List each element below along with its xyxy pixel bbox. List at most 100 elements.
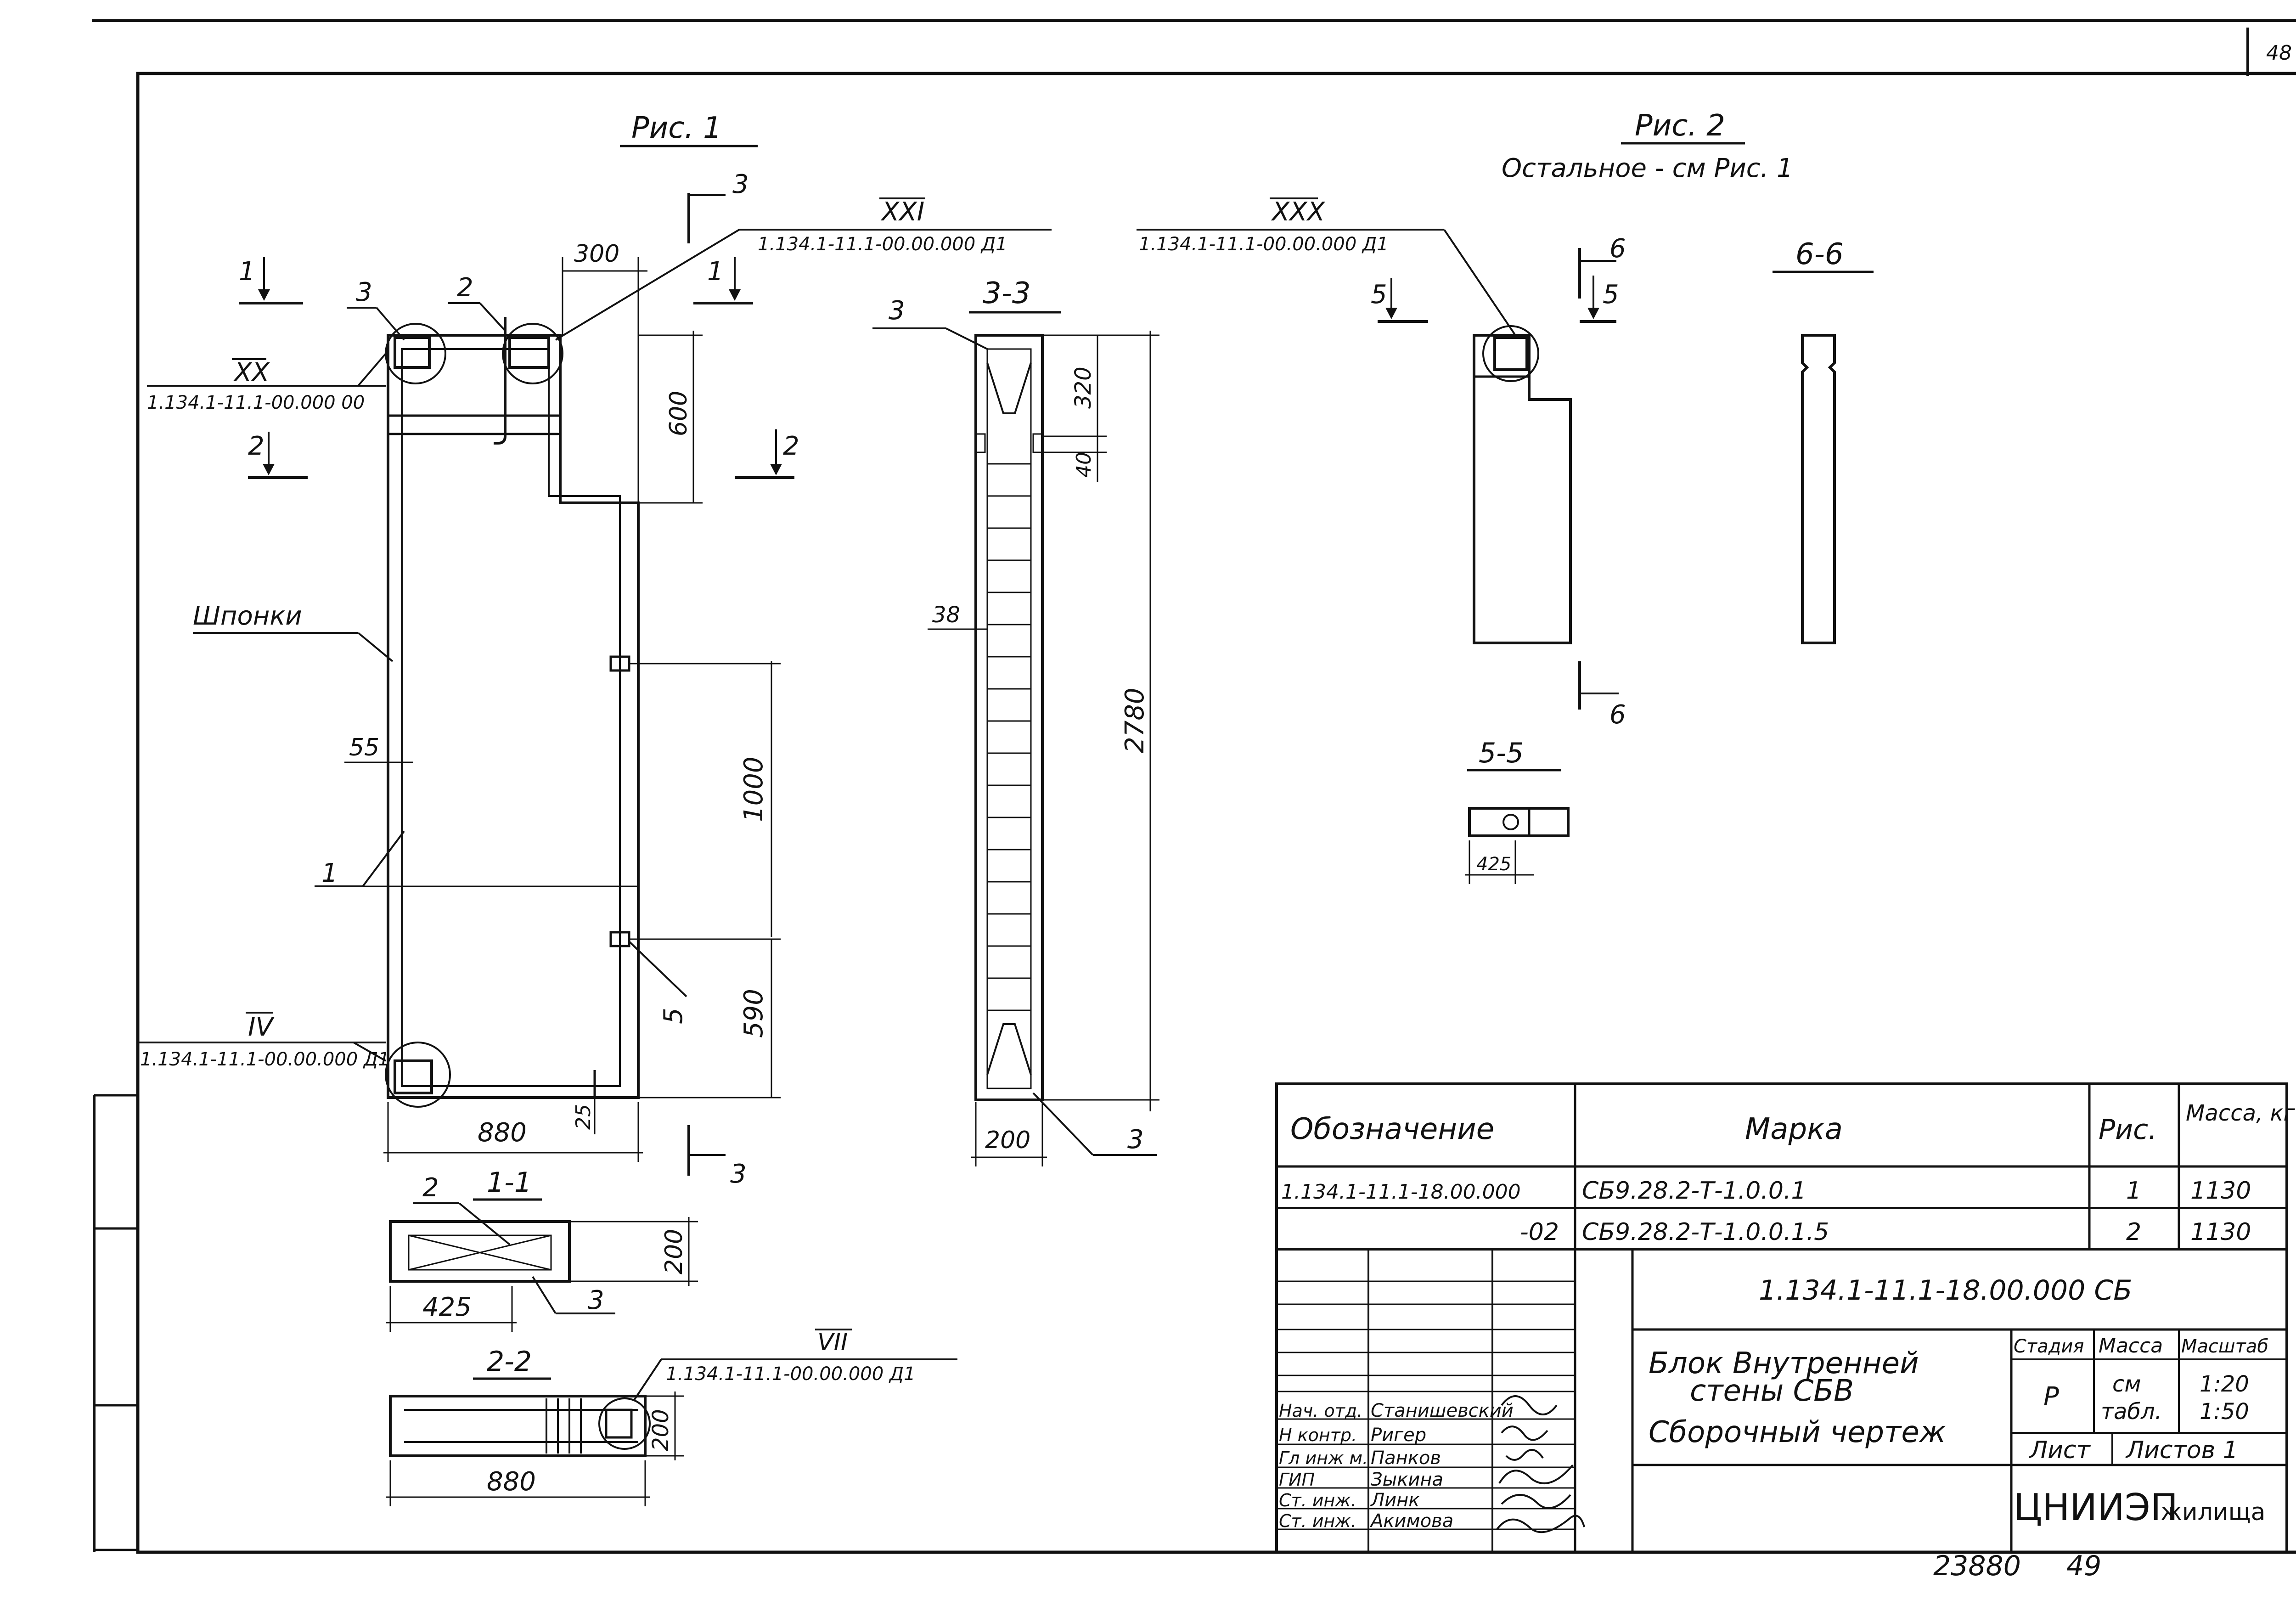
sec55-dim-425-text: 425 — [1476, 854, 1511, 875]
fig1-dim-590: 590 — [638, 939, 781, 1099]
title-block-scale-value-2: 1:50 — [2200, 1399, 2249, 1425]
sec33-dim-38: 38 — [928, 602, 987, 630]
fig1-xx-leader — [357, 353, 387, 387]
spec-table: Обозначение Марка Рис. Масса, кг 1.134.1… — [1275, 1082, 2296, 1251]
sec33-dim-40-text: 40 — [1072, 452, 1096, 478]
fig1-hook-rod — [494, 317, 506, 445]
sec66-outline — [1801, 334, 1836, 644]
sec33-dim-2780: 2780 — [1042, 331, 1159, 1111]
spec-row2-mass: 1130 — [2190, 1218, 2251, 1246]
sec11-dim-200-text: 200 — [660, 1229, 688, 1274]
fig1-pos-2-leader — [479, 302, 506, 332]
fig1-dim-25: 25 — [572, 1088, 596, 1134]
fig1-xxi-leader — [555, 229, 740, 341]
sec33-title: 3-3 — [983, 276, 1031, 310]
sec55-rebar-dot — [1503, 814, 1519, 830]
spec-row: 1.134.1-11.1-18.00.000 СБ9.28.2-Т-1.0.0.… — [1281, 1177, 2251, 1205]
sec22-outline — [389, 1395, 647, 1457]
role-label: Нач. отд. — [1279, 1401, 1362, 1421]
sec22-dim-880-text: 880 — [487, 1467, 536, 1497]
title-block-mass-value-1: см — [2112, 1371, 2141, 1397]
title-block-mass-value-2: табл. — [2101, 1399, 2162, 1425]
spec-row1-mass: 1130 — [2190, 1177, 2251, 1205]
sec22-group: 2-2 VII 1.134.1-11.1-00.00.000 Д1 200 88… — [386, 1329, 957, 1506]
spec-row1-fig: 1 — [2126, 1177, 2141, 1205]
fig1-pos-5-leader — [628, 941, 687, 997]
sec11-dim-425: 425 — [386, 1286, 517, 1332]
sec33-dim-40: 40 — [1042, 436, 1107, 482]
signature-marks — [1496, 1395, 1585, 1533]
sec33-pos3-top: 3 — [889, 296, 905, 326]
sec22-callout-circle-vii — [598, 1397, 651, 1450]
sec22-vii-mark: VII — [817, 1329, 848, 1356]
sec33-dim-38-text: 38 — [932, 602, 960, 628]
role-label: Гл инж м. — [1279, 1448, 1368, 1468]
sec33-top-groove-right — [1032, 433, 1043, 453]
fig1-cut-2-left: 2 — [248, 431, 308, 479]
spec-row2-designation: -02 — [1520, 1218, 1559, 1246]
fig1-dim-55-text: 55 — [349, 734, 379, 761]
fig2-callout-circle-xxx — [1482, 325, 1539, 382]
fig2-cut-5-left: 5 — [1371, 278, 1428, 323]
title-block-scale-value-1: 1:20 — [2200, 1371, 2249, 1397]
fig1-shponki-label: Шпонки — [193, 601, 302, 631]
fig2-group: Рис. 2 Остальное - см Рис. 1 XXX 1.134.1… — [1137, 109, 1793, 730]
sec33-top-taper — [986, 362, 1032, 414]
fig1-pos-3-leader — [376, 307, 405, 341]
sec33-dim-320-text: 320 — [1070, 366, 1096, 409]
fig1-cut-1-right-label: 1 — [707, 257, 724, 287]
title-block-title-2: стены СБВ — [1690, 1374, 1854, 1408]
sec11-pos2: 2 — [422, 1173, 439, 1203]
sec33-bottom-taper — [986, 1023, 1032, 1075]
fig1-cut-3-top-label: 3 — [732, 169, 749, 199]
role-name: Линк — [1370, 1490, 1419, 1511]
sec66-title: 6-6 — [1795, 237, 1844, 271]
role-name: Акимова — [1369, 1510, 1453, 1532]
fig1-cut-2-left-label: 2 — [248, 431, 264, 461]
sec55-outline — [1468, 807, 1570, 837]
fig1-dim-600: 600 — [638, 331, 703, 504]
sec33-pos3-bottom: 3 — [1127, 1125, 1144, 1155]
sec33-top-groove-left — [975, 433, 986, 453]
fig2-corner-lift — [1493, 336, 1528, 371]
sec11-title: 1-1 — [487, 1166, 532, 1199]
drawing-frame — [136, 72, 2296, 1554]
spec-row2-mark: СБ9.28.2-Т-1.0.0.1.5 — [1582, 1218, 1829, 1246]
role-name: Панков — [1371, 1448, 1441, 1469]
title-block-role-row: ГИП Зыкина — [1279, 1469, 1443, 1490]
sec22-vii-ref: 1.134.1-11.1-00.00.000 Д1 — [666, 1363, 916, 1385]
fig1-cut-1-right: 1 — [693, 257, 753, 304]
sec22-lift-detail — [605, 1408, 633, 1439]
fig2-cut-6-top: 6 — [1578, 234, 1626, 299]
sec33-outline — [974, 334, 1044, 1101]
footer-page: 49 — [2066, 1550, 2101, 1582]
sec33-pos3-bottom-leader — [1032, 1092, 1094, 1156]
spec-row1-designation: 1.134.1-11.1-18.00.000 — [1281, 1180, 1521, 1204]
sec33-stirrups — [987, 463, 1031, 1011]
sec11-group: 1-1 2 3 200 425 — [386, 1166, 698, 1332]
fig1-panel-inner — [401, 348, 621, 1087]
fig1-pos-5: 5 — [658, 1008, 688, 1024]
sec33-pos3-top-leader — [945, 327, 988, 350]
sec55-group: 5-5 425 — [1465, 737, 1570, 884]
fig1-xxi-ref: 1.134.1-11.1-00.00.000 Д1 — [758, 234, 1007, 255]
fig2-xxx-leader — [1443, 229, 1516, 336]
fig1-dim-1000: 1000 — [629, 661, 781, 940]
sec11-outline — [389, 1220, 571, 1283]
fig1-cut-3-bottom: 3 — [687, 1125, 747, 1189]
spec-header-mass: Масса, кг — [2186, 1100, 2296, 1126]
title-block-sheet-label: Лист — [2029, 1437, 2091, 1464]
fig1-cut-1-left-label: 1 — [239, 257, 255, 287]
role-name: Зыкина — [1371, 1469, 1443, 1490]
title-block-title-3: Сборочный чертеж — [1649, 1415, 1946, 1449]
title-block-mass-label: Масса — [2099, 1334, 2163, 1358]
title-block-role-row: Гл инж м. Панков — [1279, 1448, 1441, 1469]
sec22-rebars — [404, 1398, 638, 1454]
sec33-dim-320: 320 — [1042, 335, 1107, 437]
sec11-pos2-leader — [458, 1202, 511, 1245]
spec-header-designation: Обозначение — [1290, 1112, 1494, 1146]
fig1-corner-lift-tl — [394, 336, 431, 369]
fig1-dim-300: 300 — [562, 240, 647, 503]
sec22-vii-leader — [633, 1358, 662, 1402]
fig1-pos-2: 2 — [457, 273, 473, 303]
